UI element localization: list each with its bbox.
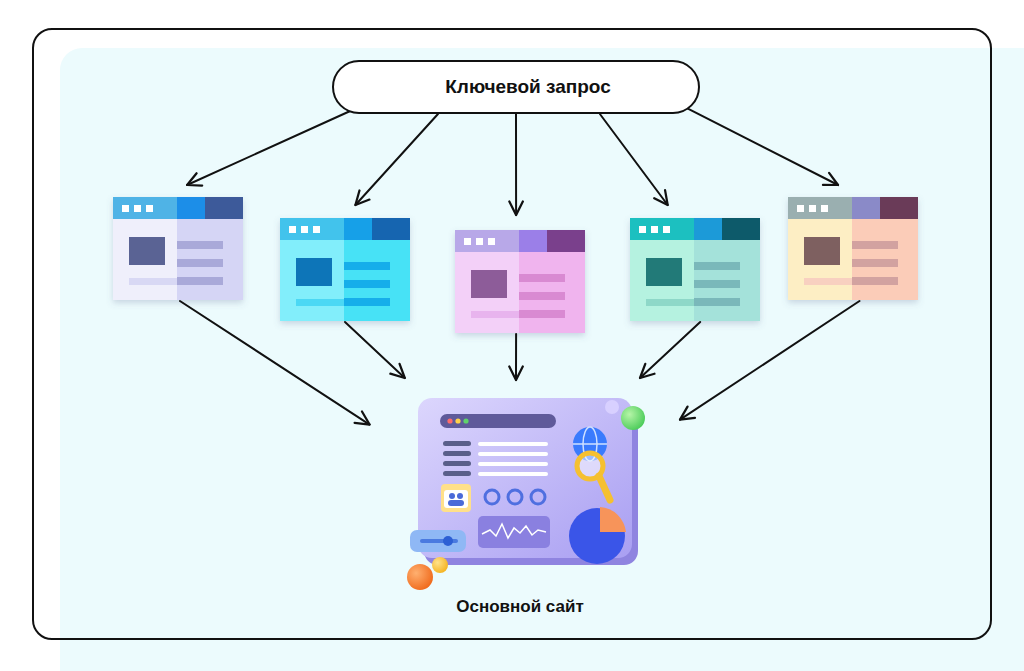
main-site-illustration [407, 398, 645, 590]
arrow-connector [515, 334, 517, 380]
web-page-icon [630, 218, 760, 321]
arrow-connector [600, 114, 668, 205]
arrow-connector [640, 322, 700, 378]
node-label: Основной сайт [456, 597, 584, 617]
arrow-connector [688, 109, 838, 185]
web-page-box [113, 197, 243, 300]
web-page-box [630, 218, 760, 321]
arrow-connector [180, 301, 370, 425]
web-page-box [455, 230, 585, 333]
main-site-node: Основной сайт [360, 378, 680, 623]
node-label: Ключевой запрос [445, 76, 611, 98]
arrow-connector [515, 114, 517, 215]
background-panel [60, 48, 1024, 671]
web-page-icon [113, 197, 243, 300]
arrow-connector [680, 301, 860, 420]
arrow-connector [187, 110, 352, 185]
arrow-connector [355, 114, 438, 205]
web-page-icon [280, 218, 410, 321]
web-page-icon [455, 230, 585, 333]
search-query-pill: Ключевой запрос [332, 60, 700, 114]
web-page-icon [788, 197, 918, 300]
web-page-box [788, 197, 918, 300]
arrow-connector [345, 322, 405, 378]
web-page-box [280, 218, 410, 321]
